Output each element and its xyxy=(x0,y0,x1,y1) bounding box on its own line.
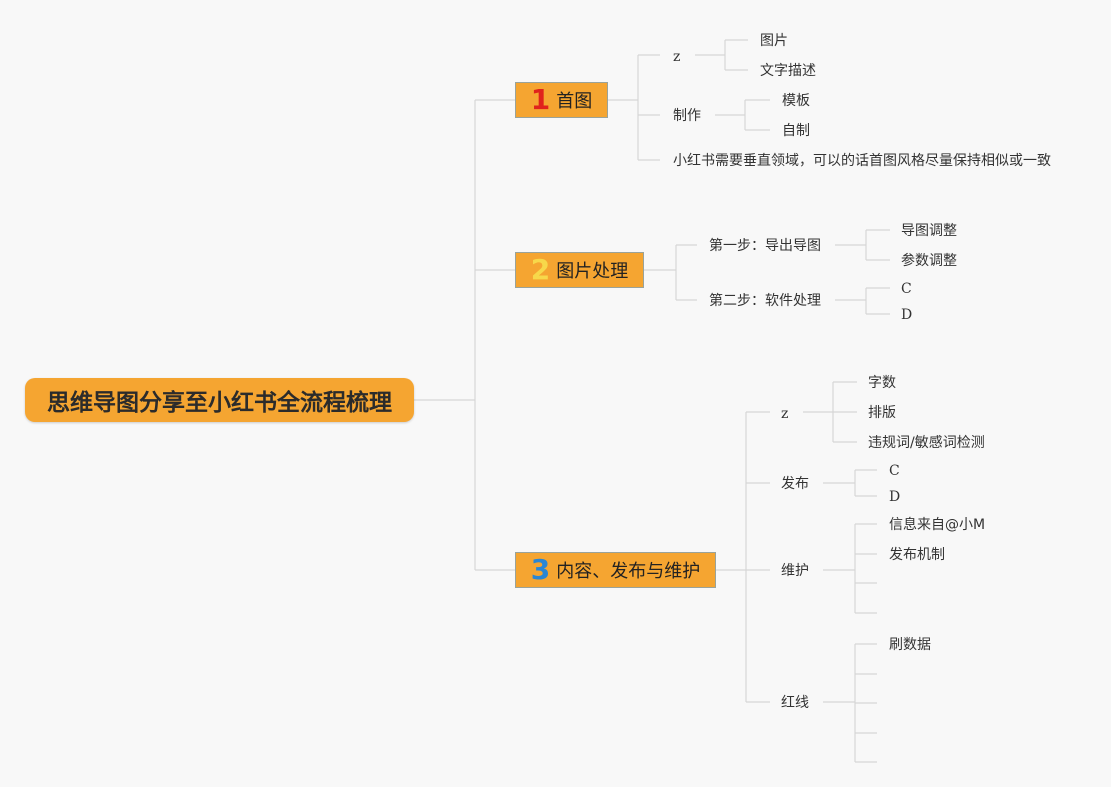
edge-t3-publish xyxy=(823,469,877,497)
edge-topic-1 xyxy=(608,54,660,161)
edge-t1-make xyxy=(715,99,770,131)
t3-publish-node[interactable]: 发布 xyxy=(781,476,809,492)
topic-number-2: 2 xyxy=(530,253,551,286)
t2-step1-node[interactable]: 第一步：导出导图 xyxy=(709,238,821,254)
t1-make-node[interactable]: 制作 xyxy=(673,108,701,124)
topic-label-2: 图片处理 xyxy=(556,261,629,282)
t2-step1-child-1[interactable]: 导图调整 xyxy=(901,223,957,239)
t1-z-child-1[interactable]: 图片 xyxy=(760,33,788,49)
t2-step2-child-1[interactable]: C xyxy=(901,281,912,297)
t3-z-child-1[interactable]: 字数 xyxy=(868,375,896,391)
t3-redline-node[interactable]: 红线 xyxy=(781,695,809,711)
topic-2[interactable]: 2 图片处理 xyxy=(515,252,644,288)
t2-step2-child-2[interactable]: D xyxy=(901,307,913,323)
t2-step1-child-2[interactable]: 参数调整 xyxy=(901,253,957,269)
edge-t3-maintain xyxy=(823,523,877,614)
edge-topic-2 xyxy=(644,244,697,301)
edge-root xyxy=(414,99,515,571)
t1-make-child-2[interactable]: 自制 xyxy=(782,123,810,139)
t3-z-child-3[interactable]: 违规词/敏感词检测 xyxy=(868,435,985,451)
topic-number-1: 1 xyxy=(530,83,551,116)
topic-label-1: 首图 xyxy=(556,91,593,112)
t3-publish-child-2[interactable]: D xyxy=(889,489,901,505)
topic-1[interactable]: 1 首图 xyxy=(515,82,608,118)
edge-t2-step1 xyxy=(835,229,890,261)
edge-t1-z xyxy=(695,39,748,71)
t1-z-node[interactable]: z xyxy=(673,49,681,65)
t3-maintain-child-2[interactable]: 发布机制 xyxy=(889,547,945,563)
root-topic[interactable]: 思维导图分享至小红书全流程梳理 xyxy=(25,378,414,422)
t3-z-node[interactable]: z xyxy=(781,406,789,422)
t1-z-child-2[interactable]: 文字描述 xyxy=(760,63,816,79)
topic-number-3: 3 xyxy=(530,553,551,586)
edge-t3-redline xyxy=(823,643,877,763)
t3-maintain-node[interactable]: 维护 xyxy=(781,563,809,579)
t1-note-node[interactable]: 小红书需要垂直领域，可以的话首图风格尽量保持相似或一致 xyxy=(673,153,1051,169)
t3-z-child-2[interactable]: 排版 xyxy=(868,405,896,421)
t1-make-child-1[interactable]: 模板 xyxy=(782,93,810,109)
edge-topic-3 xyxy=(716,411,770,703)
edge-t3-z xyxy=(803,381,857,443)
t3-publish-child-1[interactable]: C xyxy=(889,463,900,479)
topic-label-3: 内容、发布与维护 xyxy=(556,561,701,582)
t3-maintain-child-1[interactable]: 信息来自@小M xyxy=(889,517,986,533)
t2-step2-node[interactable]: 第二步：软件处理 xyxy=(709,293,821,309)
edge-t2-step2 xyxy=(835,287,890,315)
topic-3[interactable]: 3 内容、发布与维护 xyxy=(515,552,716,588)
t3-redline-child-1[interactable]: 刷数据 xyxy=(889,637,931,653)
